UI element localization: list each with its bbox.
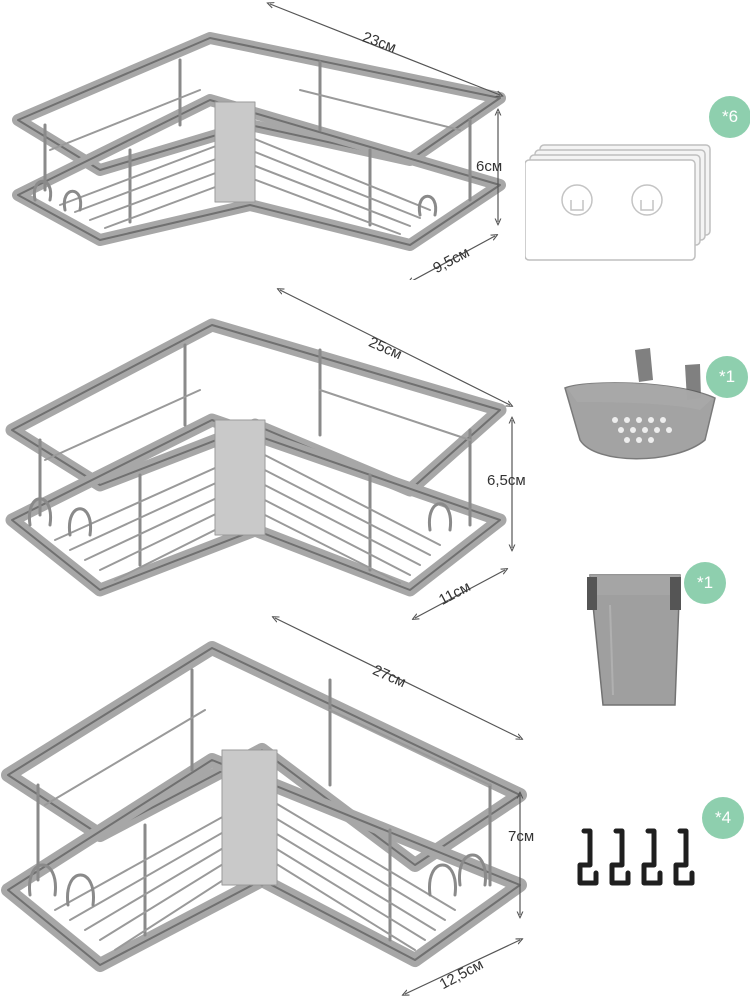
shelf1-height-label: 6см bbox=[476, 158, 503, 175]
soap-dish-icon bbox=[564, 348, 716, 460]
soap-dish-badge: *1 bbox=[706, 356, 748, 398]
corner-shelf-small bbox=[12, 0, 506, 280]
adhesive-pads-icon bbox=[525, 144, 711, 261]
shelf2-height-label: 6,5см bbox=[487, 472, 526, 489]
hooks-badge: *4 bbox=[702, 797, 744, 839]
adhesive-pads-badge: *6 bbox=[709, 96, 750, 138]
hooks-icon bbox=[577, 828, 695, 886]
corner-shelf-medium bbox=[5, 280, 540, 620]
shelf3-height-label: 7см bbox=[508, 828, 535, 845]
cup-holder-badge: *1 bbox=[684, 562, 726, 604]
corner-shelf-large bbox=[1, 610, 527, 1000]
cup-holder-icon bbox=[587, 574, 681, 706]
